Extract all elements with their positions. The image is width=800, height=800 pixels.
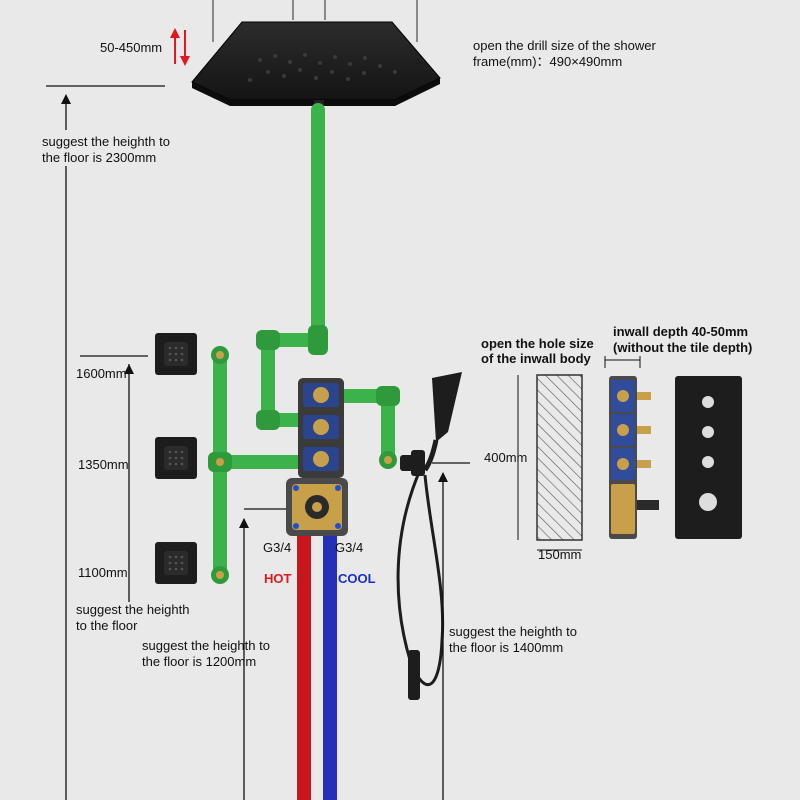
drill-size-line2: frame(mm)：490×490mm bbox=[473, 54, 623, 69]
ceiling-gap-label: 50-450mm bbox=[100, 40, 163, 55]
inwall-hole-outline bbox=[517, 374, 583, 551]
inlet-left-label: G3/4 bbox=[263, 540, 292, 555]
handheld-height-line1: suggest the heighth to bbox=[449, 624, 577, 639]
cold-water-pipe bbox=[323, 536, 337, 800]
hole-size-line1: open the hole size bbox=[481, 336, 594, 351]
body-jet-1600-label: 1600mm bbox=[76, 366, 127, 381]
ceiling-rods bbox=[212, 0, 418, 42]
trim-plate bbox=[675, 376, 742, 539]
hole-size-line2: of the inwall body bbox=[481, 351, 591, 366]
ceiling-height-line2: the floor is 2300mm bbox=[42, 150, 157, 165]
inlet-right-label: G3/4 bbox=[335, 540, 364, 555]
valve-height-line1: suggest the heighth to bbox=[142, 638, 270, 653]
pipe-fittings bbox=[208, 325, 400, 584]
handheld-height-line2: the floor is 1400mm bbox=[449, 640, 564, 655]
cool-label: COOL bbox=[338, 571, 376, 586]
drill-size-line1: open the drill size of the shower bbox=[473, 38, 656, 53]
body-jet-1350 bbox=[155, 437, 197, 479]
inwall-depth-line2: (without the tile depth) bbox=[613, 340, 753, 355]
body-jet-1100 bbox=[155, 542, 197, 584]
hole-height-label: 400mm bbox=[484, 450, 528, 465]
body-jet-1600 bbox=[155, 333, 197, 375]
inwall-depth-line1: inwall depth 40-50mm bbox=[613, 324, 749, 339]
valve-height-line2: the floor is 1200mm bbox=[142, 654, 257, 669]
body-jet-dimensions bbox=[80, 355, 148, 602]
handheld-height-dimension bbox=[432, 462, 470, 800]
inwall-valve-body bbox=[604, 356, 659, 539]
handheld-shower bbox=[396, 372, 462, 700]
hole-width-label: 150mm bbox=[538, 547, 582, 562]
body-jet-1100-label: 1100mm bbox=[78, 565, 128, 580]
valve-height-dimension bbox=[239, 508, 286, 800]
ceiling-height-line1: suggest the heighth to bbox=[42, 134, 170, 149]
body-jet-note-line2: to the floor bbox=[76, 618, 138, 633]
adjust-range-arrows bbox=[170, 28, 190, 66]
ceiling-height-dimension bbox=[46, 85, 165, 800]
body-jet-1350-label: 1350mm bbox=[78, 457, 129, 472]
hot-water-pipe bbox=[297, 536, 311, 800]
rain-shower-head bbox=[191, 21, 441, 114]
diverter-valve-stack bbox=[286, 378, 348, 536]
body-jet-note-line1: suggest the heighth bbox=[76, 602, 190, 617]
hot-label: HOT bbox=[264, 571, 292, 586]
